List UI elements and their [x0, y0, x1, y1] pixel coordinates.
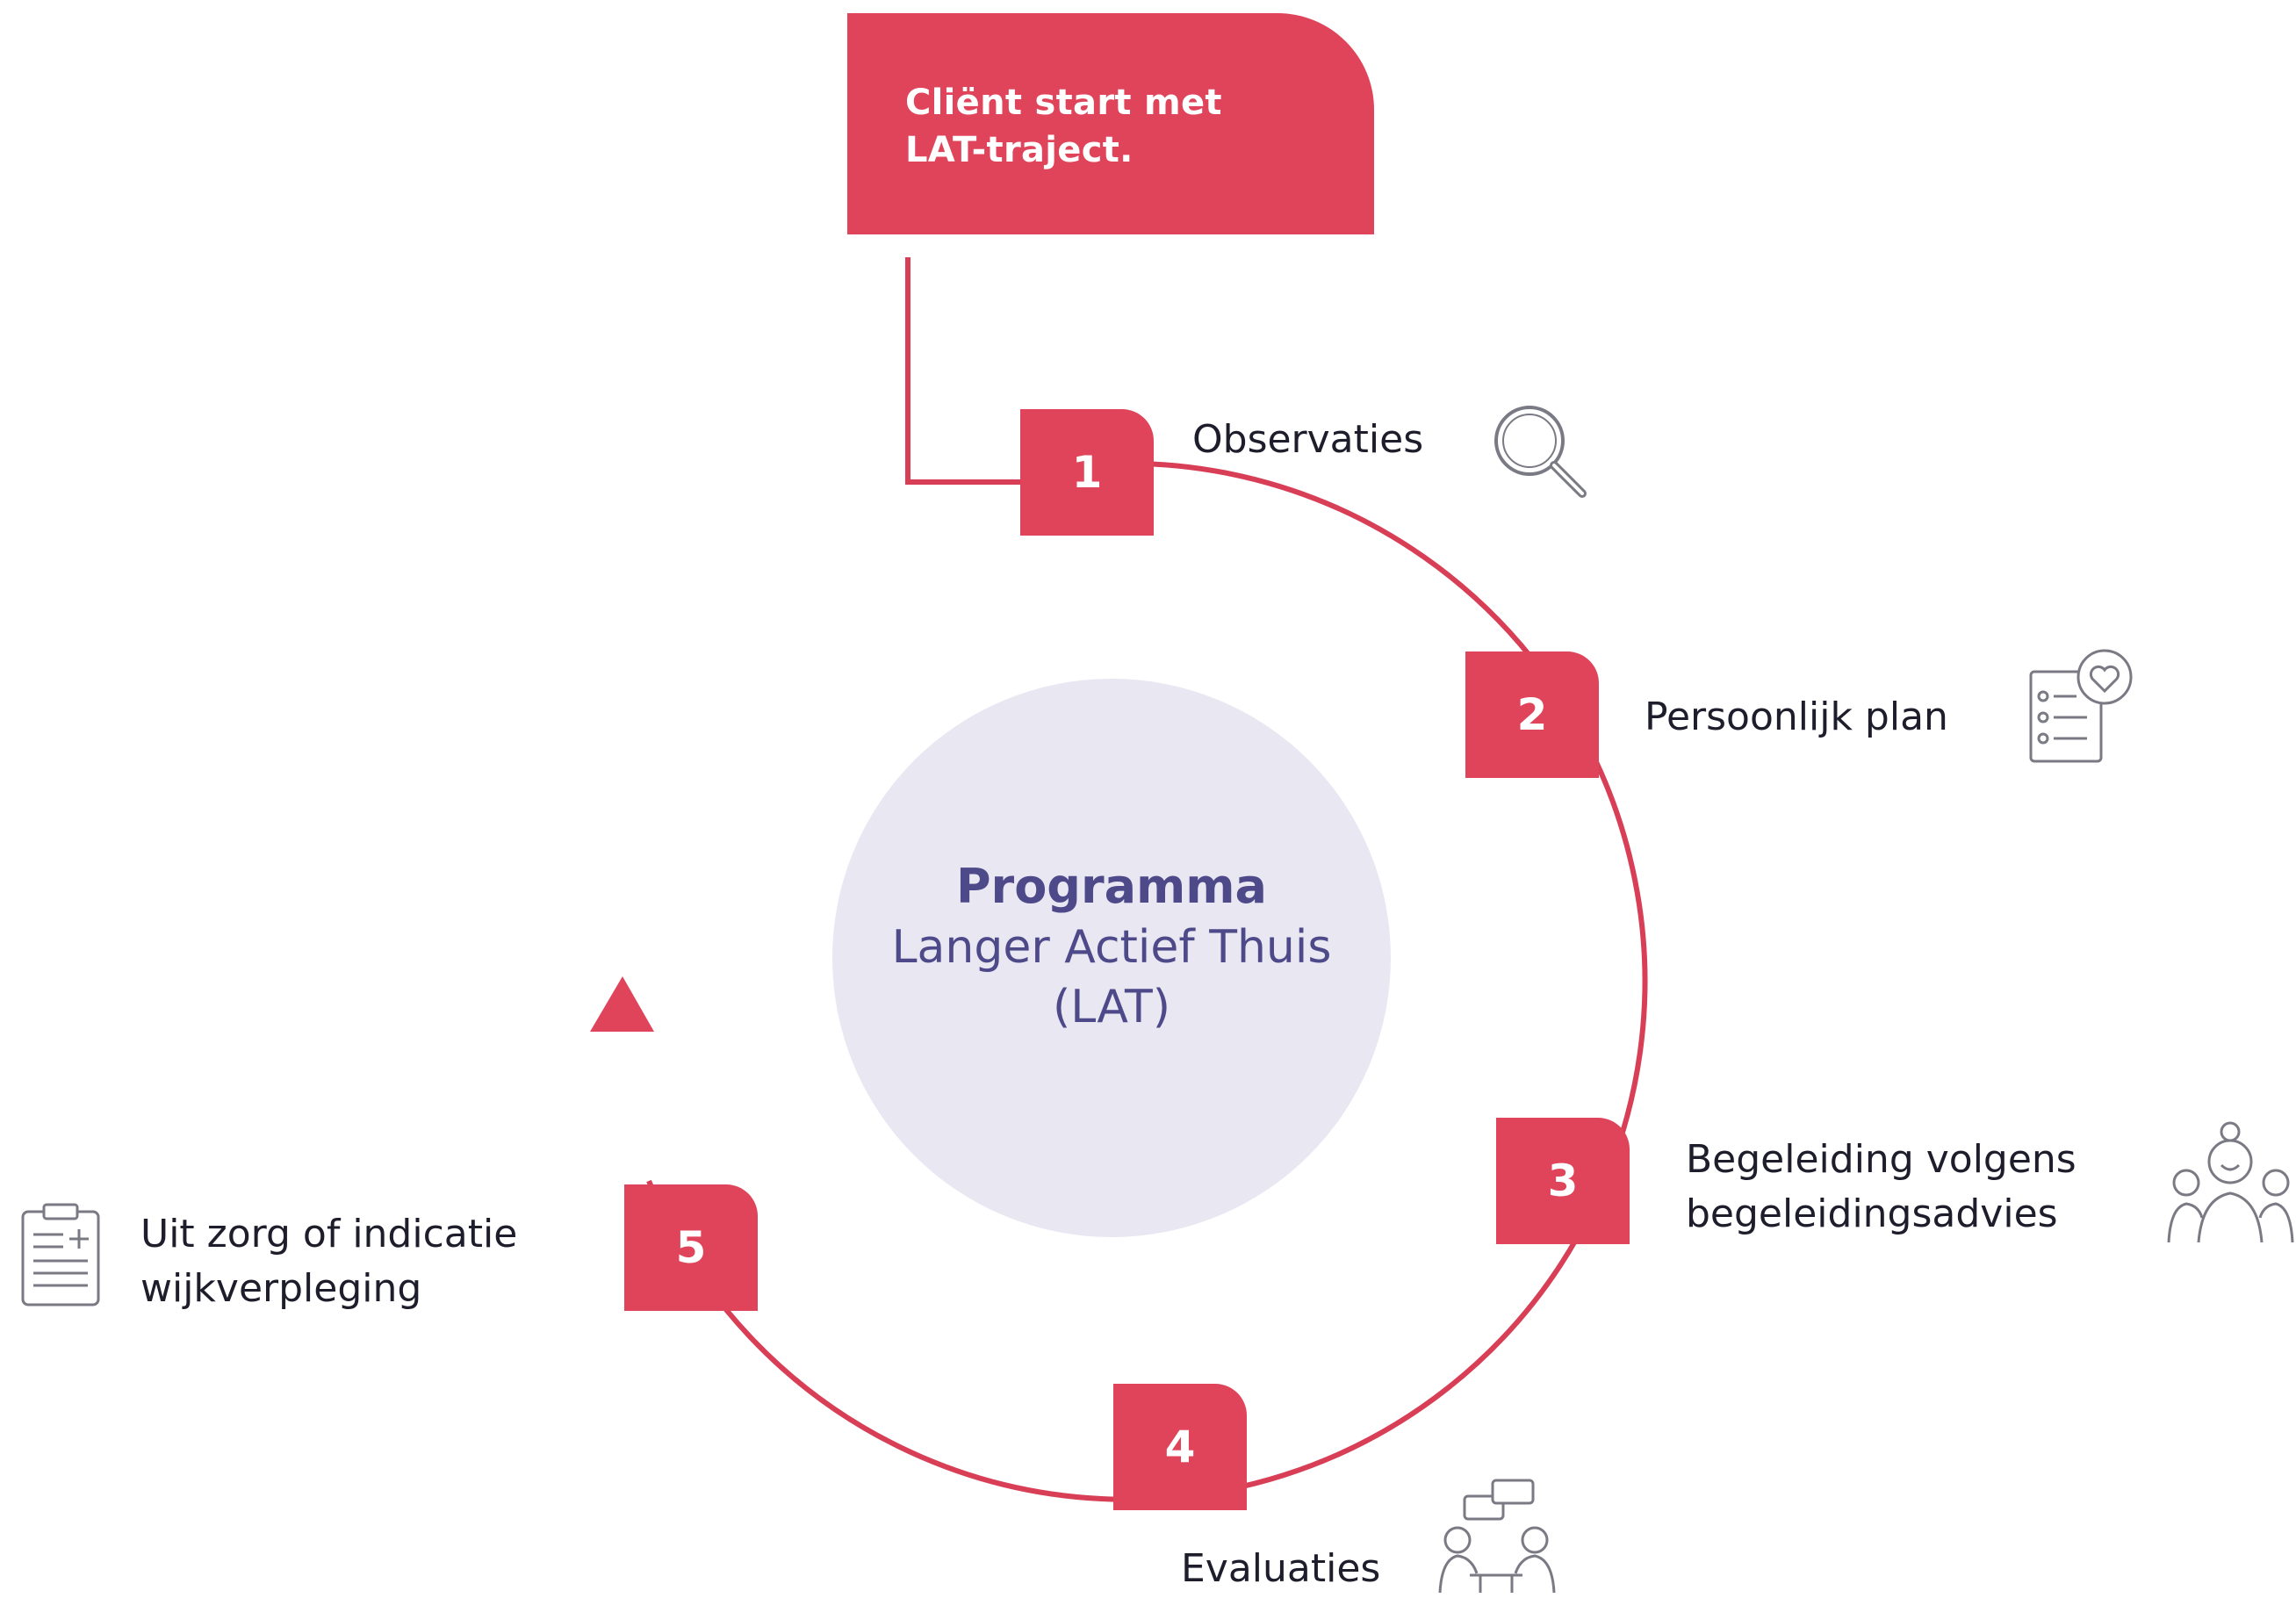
- center-subtitle-line-1: Langer Actief Thuis: [891, 921, 1332, 974]
- step-4-label-line-1: Evaluaties: [1181, 1546, 1381, 1591]
- start-connector-horizontal: [905, 479, 1024, 485]
- step-4-label: Evaluaties: [1181, 1542, 1380, 1596]
- center-text: Programma Langer Actief Thuis (LAT): [832, 856, 1391, 1037]
- step-5-label-line-2: wijkverpleging: [140, 1266, 422, 1311]
- step-3-label-line-1: Begeleiding volgens: [1686, 1137, 2076, 1182]
- cycle-arrowhead: [590, 976, 654, 1032]
- checklist-heart-icon: [2029, 649, 2133, 763]
- start-box-line-2: LAT-traject.: [905, 130, 1134, 170]
- magnifier-icon: [1494, 406, 1587, 498]
- step-3-box: 3: [1496, 1118, 1630, 1244]
- center-title: Programma: [955, 859, 1267, 914]
- center-subtitle-line-2: (LAT): [1052, 981, 1171, 1033]
- step-5-label-line-1: Uit zorg of indicatie: [140, 1212, 518, 1256]
- start-box-line-1: Cliënt start met: [905, 83, 1222, 123]
- medical-clipboard-icon: [21, 1203, 100, 1306]
- caregiver-group-icon: [2167, 1121, 2294, 1243]
- step-2-box: 2: [1465, 651, 1599, 778]
- step-2-label: Persoonlijk plan: [1645, 690, 1948, 745]
- step-1-box: 1: [1020, 409, 1154, 536]
- start-connector-vertical: [905, 257, 910, 483]
- start-box: Cliënt start met LAT-traject.: [847, 13, 1374, 234]
- step-3-label-line-2: begeleidingsadvies: [1686, 1191, 2058, 1236]
- center-circle: [832, 679, 1391, 1237]
- step-5-box: 5: [624, 1184, 758, 1311]
- step-5-label: Uit zorg of indicatie wijkverpleging: [140, 1207, 517, 1316]
- conversation-people-icon: [1438, 1479, 1556, 1594]
- step-1-label-line-1: Observaties: [1192, 417, 1424, 462]
- step-2-label-line-1: Persoonlijk plan: [1645, 695, 1948, 739]
- step-4-box: 4: [1113, 1384, 1247, 1510]
- step-1-label: Observaties: [1192, 413, 1423, 467]
- step-3-label: Begeleiding volgens begeleidingsadvies: [1686, 1133, 2076, 1242]
